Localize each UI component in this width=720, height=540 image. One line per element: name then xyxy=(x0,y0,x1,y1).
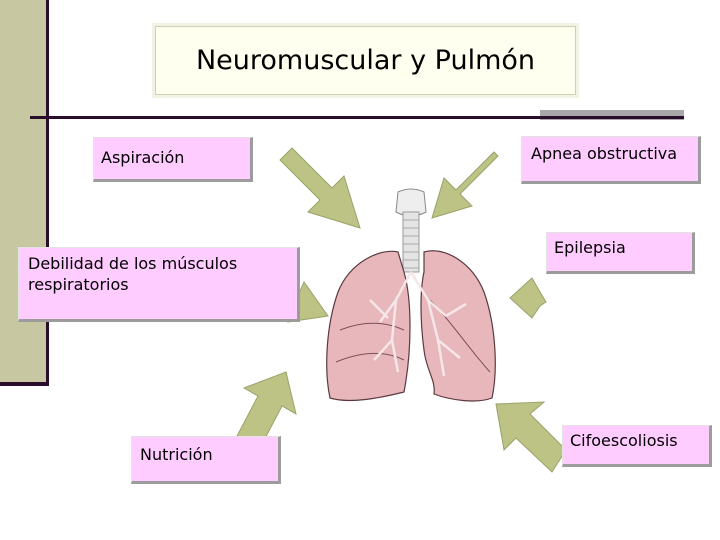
arrow-epilepsia xyxy=(509,277,547,319)
factor-apnea-label: Apnea obstructiva xyxy=(531,144,678,163)
trachea xyxy=(402,211,420,273)
arrow-apnea xyxy=(431,151,499,219)
factor-epilepsia-label: Epilepsia xyxy=(554,238,626,257)
factor-nutricion: Nutrición xyxy=(131,436,281,484)
factor-aspiracion-label: Aspiración xyxy=(101,148,185,167)
factor-debilidad-label: Debilidad de los músculos respiratorios xyxy=(28,254,238,294)
factor-cifoescoliosis: Cifoescoliosis xyxy=(562,425,712,467)
factor-cifoescoliosis-label: Cifoescoliosis xyxy=(570,431,678,450)
sidebar-bottom-rule xyxy=(0,382,49,386)
factor-nutricion-label: Nutrición xyxy=(140,445,213,464)
lungs-illustration xyxy=(326,188,496,402)
factor-aspiracion: Aspiración xyxy=(93,137,253,182)
arrow-aspiracion xyxy=(279,147,361,229)
title-rule xyxy=(30,116,684,119)
title-rule-accent xyxy=(540,110,684,120)
slide-title: Neuromuscular y Pulmón xyxy=(195,45,536,76)
factor-debilidad: Debilidad de los músculos respiratorios xyxy=(18,247,300,322)
factor-apnea: Apnea obstructiva xyxy=(521,136,701,184)
arrow-cifoescoliosis xyxy=(495,401,567,473)
factor-epilepsia: Epilepsia xyxy=(546,232,695,274)
title-box: Neuromuscular y Pulmón xyxy=(155,26,576,95)
